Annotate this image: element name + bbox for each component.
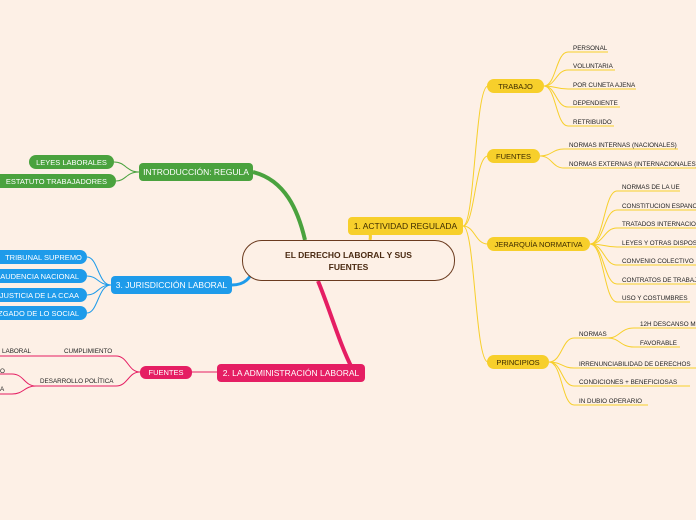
node-audiencia-label: AUDENCIA NACIONAL [0, 271, 79, 281]
node-fuentes-actividad[interactable]: FUENTES [487, 149, 540, 163]
node-jurisdiccion-label: 3. JURISDICCIÓN LABORAL [115, 280, 228, 290]
node-audiencia-nacional[interactable]: AUDENCIA NACIONAL [0, 269, 87, 283]
leaf-normas-2[interactable]: FAVORABLE [640, 340, 677, 347]
connectors-introduccion [113, 161, 140, 182]
leaf-jerarquia-5[interactable]: CONVENIO COLECTIVO [622, 258, 694, 265]
leaf-jerarquia-6[interactable]: CONTRATOS DE TRABAJO [622, 277, 696, 284]
node-principios-label: PRINCIPIOS [496, 357, 540, 367]
node-jurisdiccion-laboral[interactable]: 3. JURISDICCIÓN LABORAL [111, 276, 232, 294]
node-trabajo-label: TRABAJO [498, 81, 533, 91]
leaf-jerarquia-7[interactable]: USO Y COSTUMBRES [622, 295, 688, 302]
leaf-principios-2[interactable]: CONDICIONES + BENEFICIOSAS [579, 379, 678, 386]
leaf-trabajo-1[interactable]: PERSONAL [573, 45, 608, 52]
root-node[interactable]: EL DERECHO LABORAL Y SUS FUENTES [242, 240, 455, 281]
leaf-cumplimiento-laboral[interactable]: LABORAL [2, 348, 32, 355]
leaf-jerarquia-4[interactable]: LEYES Y OTRAS DISPOSICIONES [622, 240, 696, 247]
node-actividad-label: 1. ACTIVIDAD REGULADA [353, 221, 458, 231]
node-fuentes-admin-label: FUENTES [148, 368, 184, 377]
node-administracion-label: 2. LA ADMINISTRACIÓN LABORAL [222, 368, 360, 378]
leaf-principios-3[interactable]: IN DUBIO OPERARIO [579, 398, 642, 405]
leaf-trabajo-5[interactable]: RETRIBUIDO [573, 119, 612, 126]
node-principios[interactable]: PRINCIPIOS [487, 355, 549, 369]
leaf-jerarquia-3[interactable]: TRATADOS INTERNACIONALES [622, 221, 696, 228]
leaf-normas-1[interactable]: 12H DESCANSO MÍNIMO [640, 321, 696, 328]
node-introduccion-label: INTRODUCCIÓN: REGULA [143, 167, 249, 177]
node-juzgado-label: JUZGADO DE LO SOCIAL [0, 308, 79, 318]
node-juzgado-social[interactable]: JUZGADO DE LO SOCIAL [0, 306, 87, 320]
leaf-jerarquia-2[interactable]: CONSTITUCIÓN ESPAÑOLA [622, 203, 696, 210]
node-administracion-laboral[interactable]: 2. LA ADMINISTRACIÓN LABORAL [217, 364, 365, 382]
node-tribunal-supremo[interactable]: TRIBUNAL SUPREMO [0, 250, 87, 264]
node-introduccion[interactable]: INTRODUCCIÓN: REGULA [139, 163, 253, 181]
node-fuentes-administracion[interactable]: FUENTES [140, 366, 192, 379]
leaf-principios-normas[interactable]: NORMAS [579, 331, 607, 338]
node-jerarquia-normativa[interactable]: JERARQUÍA NORMATIVA [487, 237, 590, 251]
leaf-cumplimiento[interactable]: CUMPLIMIENTO [64, 348, 113, 355]
connector-root-introduccion [252, 170, 307, 241]
node-tribunal-label: TRIBUNAL SUPREMO [5, 252, 82, 262]
node-leyes-laborales[interactable]: LEYES LABORALES [29, 155, 114, 169]
leaf-principios-1[interactable]: IRRENUNCIABILIDAD DE DERECHOS [579, 361, 691, 368]
node-estatuto-label: ESTATUTO TRABAJADORES [5, 176, 107, 186]
connectors-jurisdiccion [86, 256, 112, 314]
node-trabajo[interactable]: TRABAJO [487, 79, 544, 93]
leaf-trabajo-3[interactable]: POR CUNETA AJENA [573, 82, 636, 89]
root-title: EL DERECHO LABORAL Y SUS FUENTES [285, 249, 412, 272]
leaf-desarrollo-2[interactable]: A [0, 386, 5, 393]
node-leyes-laborales-label: LEYES LABORALES [36, 157, 107, 167]
connectors-actividad [462, 51, 696, 406]
node-estatuto-trabajadores[interactable]: ESTATUTO TRABAJADORES [0, 174, 116, 188]
node-justicia-label: JUSTICIA DE LA CCAA [0, 290, 79, 300]
leaf-desarrollo-1[interactable]: O [0, 368, 5, 375]
leaf-fuentes-2[interactable]: NORMAS EXTERNAS (INTERNACIONALES) [569, 161, 696, 168]
leaf-jerarquia-1[interactable]: NORMAS DE LA UE [622, 184, 680, 191]
connectors-administracion [0, 355, 217, 395]
node-jerarquia-label: JERARQUÍA NORMATIVA [494, 239, 583, 249]
leaf-trabajo-2[interactable]: VOLUNTARIA [573, 63, 613, 70]
node-justicia-ccaa[interactable]: JUSTICIA DE LA CCAA [0, 288, 87, 302]
leaf-fuentes-1[interactable]: NORMAS INTERNAS (NACIONALES) [569, 142, 677, 149]
connector-root-administracion [316, 280, 354, 369]
leaf-trabajo-4[interactable]: DEPENDIENTE [573, 100, 618, 107]
leaf-desarrollo-politica[interactable]: DESARROLLO POLÍTICA [40, 378, 114, 385]
node-actividad-regulada[interactable]: 1. ACTIVIDAD REGULADA [348, 217, 463, 235]
node-fuentes-label: FUENTES [495, 151, 531, 161]
